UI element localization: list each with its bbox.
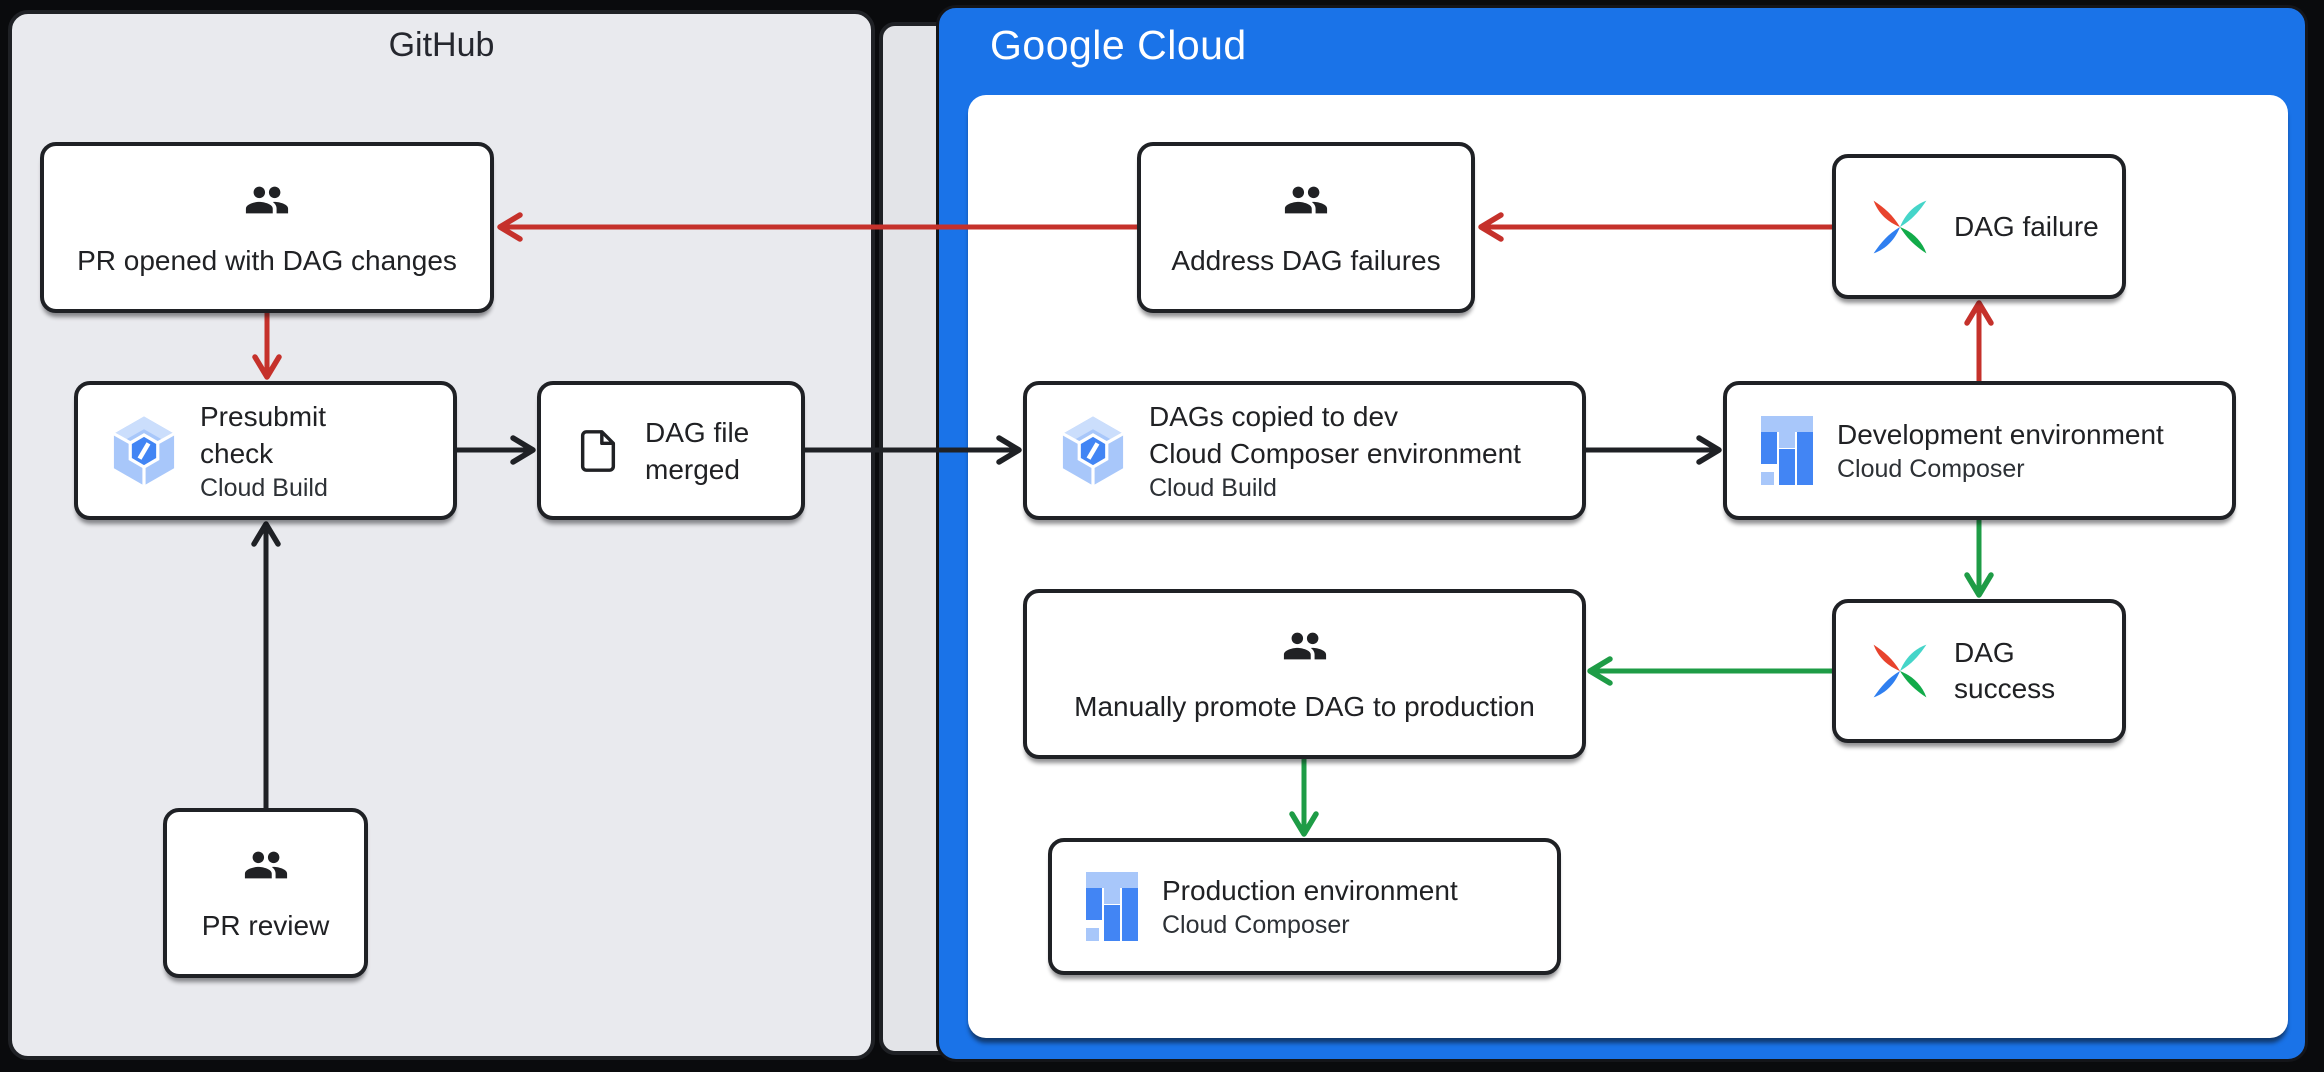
node-subtitle: Cloud Build [1149,473,1277,502]
node-manually-promote-dag: Manually promote DAG to production [1023,589,1586,759]
airflow-icon [1873,200,1927,253]
node-dag-failure: DAG failure [1832,154,2126,299]
node-dag-file-merged: DAG file merged [537,381,805,520]
node-dag-success: DAG success [1832,599,2126,743]
airflow-icon [1873,644,1927,698]
people-icon [1284,186,1328,213]
node-label: PR review [201,910,330,941]
cloud-build-icon [1061,416,1125,486]
node-production-environment: Production environment Cloud Composer [1048,838,1561,975]
node-label: Address DAG failures [1171,244,1441,276]
node-title: Development environment [1837,419,2164,450]
node-label: Manually promote DAG to production [1074,691,1535,722]
node-address-dag-failures: Address DAG failures [1137,142,1475,313]
node-title: Presubmit check [200,400,327,469]
document-icon [580,429,616,472]
cloud-build-icon [112,416,176,486]
node-label: DAG success [1954,637,2056,704]
node-subtitle: Cloud Composer [1837,455,2025,483]
people-icon [1283,632,1326,660]
people-icon [244,851,287,879]
github-panel-title: GitHub [388,26,495,64]
google-cloud-logo: Google Cloud [990,22,1247,68]
node-presubmit-check: Presubmit check Cloud Build [74,381,457,520]
node-development-environment: Development environment Cloud Composer [1723,381,2236,520]
cloud-composer-icon [1086,872,1138,941]
cloud-composer-icon [1761,416,1813,485]
node-label: DAG failure [1954,210,2099,242]
node-dags-copied-to-dev: DAGs copied to dev Cloud Composer enviro… [1023,381,1586,520]
node-label: PR opened with DAG changes [77,244,457,276]
node-title: DAGs copied to dev Cloud Composer enviro… [1149,400,1521,469]
people-icon [245,186,289,213]
node-pr-review: PR review [163,808,368,978]
node-pr-opened: PR opened with DAG changes [40,142,494,313]
node-subtitle: Cloud Composer [1162,911,1350,939]
node-title: DAG file merged [645,416,750,485]
node-title: Production environment [1162,875,1458,906]
node-subtitle: Cloud Build [200,473,328,502]
